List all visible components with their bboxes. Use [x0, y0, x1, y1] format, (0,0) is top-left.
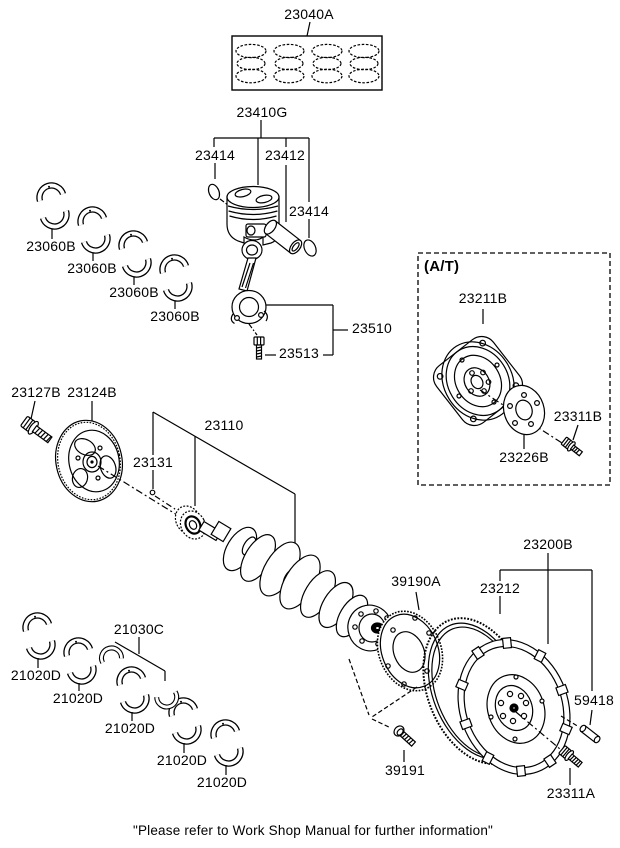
- part-label-23510: 23510: [352, 320, 392, 336]
- part-label-23127B: 23127B: [11, 384, 61, 400]
- pulley-bolt-icon: [20, 400, 53, 444]
- part-label-21020D-4: 21020D: [156, 752, 208, 768]
- snap-ring-right-icon: [303, 239, 317, 257]
- at-option-label: (A/T): [424, 258, 460, 275]
- part-label-59418: 59418: [572, 692, 616, 708]
- part-label-23211B: 23211B: [458, 290, 508, 306]
- adapter-plate-at-drawing: [502, 384, 546, 449]
- connecting-rod-leaders: [265, 304, 348, 356]
- rod-bearings-group: [39, 185, 189, 309]
- part-label-23513: 23513: [279, 345, 319, 361]
- part-label-23060B-4: 23060B: [150, 308, 200, 324]
- part-label-23414-a: 23414: [195, 147, 235, 163]
- snap-ring-left-icon: [207, 183, 237, 212]
- flywheel-bolt-icon: [515, 711, 583, 785]
- rod-bolt-icon: [253, 336, 265, 360]
- part-label-21020D-1: 21020D: [10, 667, 62, 683]
- piston-ring-set-box: [231, 21, 383, 91]
- part-label-39190A: 39190A: [391, 573, 441, 589]
- main-bearings-group: [25, 615, 240, 775]
- part-label-23131: 23131: [131, 454, 175, 470]
- thrust-washers-group: [101, 637, 177, 708]
- part-label-23110: 23110: [204, 417, 244, 433]
- dowel-pin-icon: [560, 715, 601, 744]
- part-label-23200B: 23200B: [523, 536, 573, 552]
- crank-pulley-drawing: [55, 401, 183, 519]
- at-option-box: [417, 252, 611, 486]
- crankshaft-drawing: [198, 520, 393, 652]
- part-label-23311B: 23311B: [553, 408, 603, 424]
- flywheel-drawing: [455, 636, 573, 778]
- part-label-23060B-2: 23060B: [67, 260, 117, 276]
- part-label-23410G: 23410G: [236, 104, 288, 120]
- workshop-manual-note: "Please refer to Work Shop Manual for fu…: [132, 823, 494, 838]
- piston-assembly-leaders: [213, 120, 310, 238]
- piston-pin-icon: [263, 219, 303, 255]
- part-label-23212: 23212: [478, 580, 522, 596]
- timing-gear-icon: [174, 505, 207, 540]
- sensor-screw-icon: [348, 658, 418, 762]
- part-label-23060B-1: 23060B: [26, 238, 76, 254]
- part-label-23124B: 23124B: [67, 384, 117, 400]
- part-label-23226B: 23226B: [499, 449, 549, 465]
- part-label-21020D-3: 21020D: [104, 720, 156, 736]
- part-label-21030C: 21030C: [113, 621, 165, 637]
- part-label-23311A: 23311A: [546, 785, 596, 801]
- part-label-39191: 39191: [385, 762, 425, 778]
- part-label-23414-b: 23414: [289, 203, 329, 219]
- part-label-23040A: 23040A: [284, 6, 334, 22]
- part-label-23412: 23412: [265, 147, 305, 163]
- drive-plate-at-drawing: [432, 309, 563, 444]
- connecting-rod-drawing: [230, 239, 268, 336]
- part-label-23060B-3: 23060B: [109, 284, 159, 300]
- part-label-21020D-5: 21020D: [196, 774, 248, 790]
- part-label-21020D-2: 21020D: [52, 690, 104, 706]
- bolt-at-icon: [560, 424, 584, 457]
